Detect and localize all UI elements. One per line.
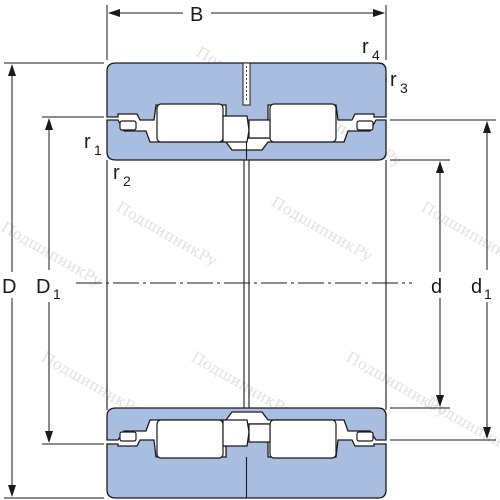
label-d1-subscript: 1 <box>484 286 492 302</box>
label-D1-subscript: 1 <box>53 286 61 302</box>
label-d: d <box>431 276 442 298</box>
bottom-section <box>106 407 387 499</box>
seal-bottom-right <box>356 431 374 442</box>
guide-ring-top <box>222 115 250 143</box>
label-d1: d <box>471 276 482 298</box>
label-r1-subscript: 1 <box>94 142 102 158</box>
roller-bottom-right <box>269 419 337 459</box>
watermark: ПодшипникРу <box>113 198 221 270</box>
dimension-D1: D 1 <box>36 116 104 445</box>
label-r3: r <box>390 69 397 91</box>
lubrication-hole-top <box>242 62 251 106</box>
label-D1: D <box>36 276 50 298</box>
label-D: D <box>2 276 16 298</box>
radius-r4: r 4 <box>362 36 380 63</box>
top-section <box>106 62 387 161</box>
dimension-d: d <box>390 159 452 409</box>
dimension-B: B <box>106 2 387 60</box>
roller-top-left <box>156 103 224 143</box>
label-B: B <box>190 4 203 26</box>
radius-r2: r 2 <box>113 162 131 189</box>
inner-ring-bottom <box>106 407 387 441</box>
inner-ring-top <box>106 119 387 161</box>
seal-top-right <box>356 120 374 131</box>
dimension-d1: d 1 <box>390 119 500 441</box>
guide-ring-bottom-right <box>248 423 271 443</box>
label-r1: r <box>84 131 91 153</box>
label-r2: r <box>113 162 120 184</box>
label-r4-subscript: 4 <box>372 47 380 63</box>
label-r4: r <box>362 36 369 58</box>
radius-r1: r 1 <box>84 131 102 158</box>
label-r2-subscript: 2 <box>123 173 131 189</box>
seal-bottom-left <box>119 431 137 442</box>
seal-top-left <box>119 120 137 131</box>
roller-top-right <box>269 103 337 143</box>
guide-ring-bottom <box>222 419 250 447</box>
watermark: ПодшипникРу <box>268 193 376 265</box>
radius-r3: r 3 <box>390 69 408 96</box>
guide-ring-top-right <box>248 119 271 139</box>
watermark: ПодшипникРу <box>418 198 500 270</box>
label-r3-subscript: 3 <box>400 80 408 96</box>
dimension-D: D <box>0 62 104 499</box>
roller-bottom-left <box>156 419 224 459</box>
